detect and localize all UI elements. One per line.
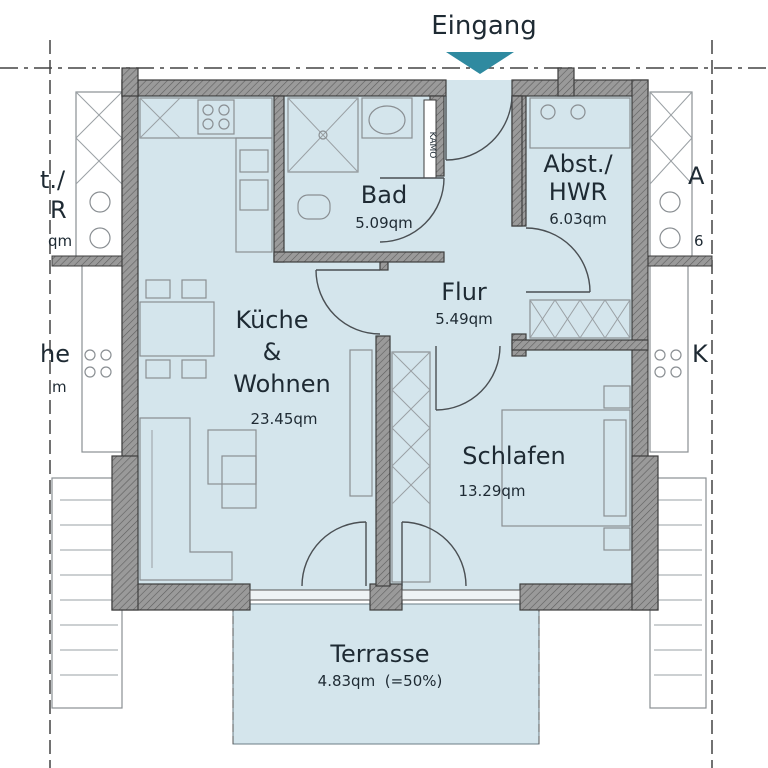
- room-name-kueche-3: Wohnen: [233, 370, 330, 398]
- hall-doors: [315, 269, 501, 411]
- terrace-area: [232, 603, 540, 745]
- room-name-bad: Bad: [361, 181, 407, 209]
- room-name-flur: Flur: [441, 278, 487, 306]
- neighbor-right: A 6 K: [647, 40, 768, 768]
- bathroom-fixtures: KAMO: [287, 97, 445, 243]
- room-name-kueche-2: &: [263, 338, 282, 366]
- room-name-abst-2: HWR: [549, 178, 607, 206]
- room-area-terrasse: 4.83qm (=50%): [318, 672, 443, 690]
- neighbor-left: t./ R qm he m: [0, 40, 123, 768]
- room-name-terrasse: Terrasse: [329, 640, 429, 668]
- entrance: Eingang: [431, 11, 537, 161]
- neighbor-left-label-4: he: [40, 340, 70, 368]
- kitchen-fixtures: [139, 97, 373, 587]
- entrance-label: Eingang: [431, 11, 537, 41]
- windows: [249, 589, 521, 601]
- neighbor-right-label-1: A: [688, 162, 705, 190]
- room-area-abst: 6.03qm: [549, 210, 607, 228]
- entrance-arrow: [446, 52, 514, 74]
- bedroom-fixtures: [391, 351, 631, 587]
- room-area-bad: 5.09qm: [355, 214, 413, 232]
- neighbor-right-label-2: 6: [694, 232, 704, 250]
- room-area-flur: 5.49qm: [435, 310, 493, 328]
- neighbor-left-label-5: m: [52, 378, 67, 396]
- neighbor-right-label-3: K: [692, 340, 709, 368]
- room-labels: Bad 5.09qm Abst./ HWR 6.03qm Flur 5.49qm…: [233, 150, 613, 690]
- walls: [111, 67, 659, 611]
- room-name-schlafen: Schlafen: [462, 442, 565, 470]
- neighbor-left-label-2: R: [50, 196, 67, 224]
- room-name-abst-1: Abst./: [543, 150, 613, 178]
- storage-fixtures: [525, 97, 631, 339]
- room-name-kueche-1: Küche: [236, 306, 309, 334]
- room-area-schlafen: 13.29qm: [458, 482, 525, 500]
- kamo-label: KAMO: [427, 132, 437, 159]
- neighbor-left-label-1: t./: [40, 166, 66, 194]
- neighbor-left-label-3: qm: [48, 232, 72, 250]
- room-area-kueche: 23.45qm: [250, 410, 317, 428]
